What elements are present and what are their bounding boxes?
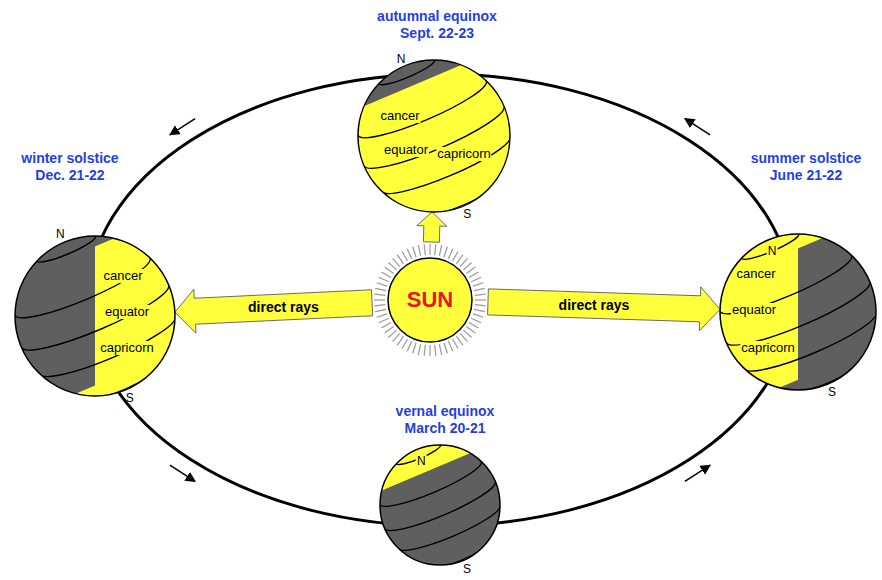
season-label: autumnal equinox Sept. 22-23 [370, 8, 505, 42]
latitude-label: capricorn [436, 147, 491, 161]
pole-letter: N [767, 245, 778, 258]
pole-letter: N [416, 454, 427, 467]
earth-globe [380, 445, 500, 565]
sun-circle: SUN [372, 242, 488, 358]
latitude-label: equator [104, 305, 150, 319]
pole-letter: S [827, 386, 837, 399]
pole-letter: S [462, 562, 472, 575]
earth-node: vernal equinox March 20-21NS [380, 445, 500, 565]
pole-letter: N [396, 52, 407, 65]
season-label: vernal equinox March 20-21 [386, 403, 504, 437]
direction-arrow [170, 119, 195, 135]
latitude-label: capricorn [99, 341, 154, 355]
latitude-label: equator [383, 143, 429, 157]
earth-node: summer solstice June 21-22Ncancerequator… [720, 234, 876, 390]
latitude-label: capricorn [740, 341, 795, 355]
ray-label: direct rays [557, 297, 632, 313]
season-label: summer solstice June 21-22 [744, 150, 869, 184]
direction-arrow [170, 465, 195, 481]
ray-arrow [488, 287, 720, 331]
latitude-label: equator [731, 303, 777, 317]
direction-arrow [685, 465, 710, 481]
ray-label: direct rays [246, 299, 321, 315]
earth-globe [358, 60, 510, 212]
pole-letter: S [125, 391, 135, 404]
latitude-label: cancer [102, 269, 143, 283]
direction-arrow [685, 119, 710, 135]
sun-label: SUN [407, 288, 453, 312]
ray-arrow [417, 212, 447, 242]
earth-globe [15, 236, 175, 396]
pole-letter: S [462, 208, 472, 221]
ray-arrow [175, 289, 373, 333]
latitude-label: cancer [735, 267, 776, 281]
season-label: winter solstice Dec. 21-22 [13, 150, 128, 184]
earth-node: winter solstice Dec. 21-22Ncancerequator… [15, 236, 175, 396]
pole-letter: N [55, 228, 66, 241]
earth-node: autumnal equinox Sept. 22-23Ncancerequat… [358, 60, 510, 212]
latitude-label: cancer [379, 109, 420, 123]
